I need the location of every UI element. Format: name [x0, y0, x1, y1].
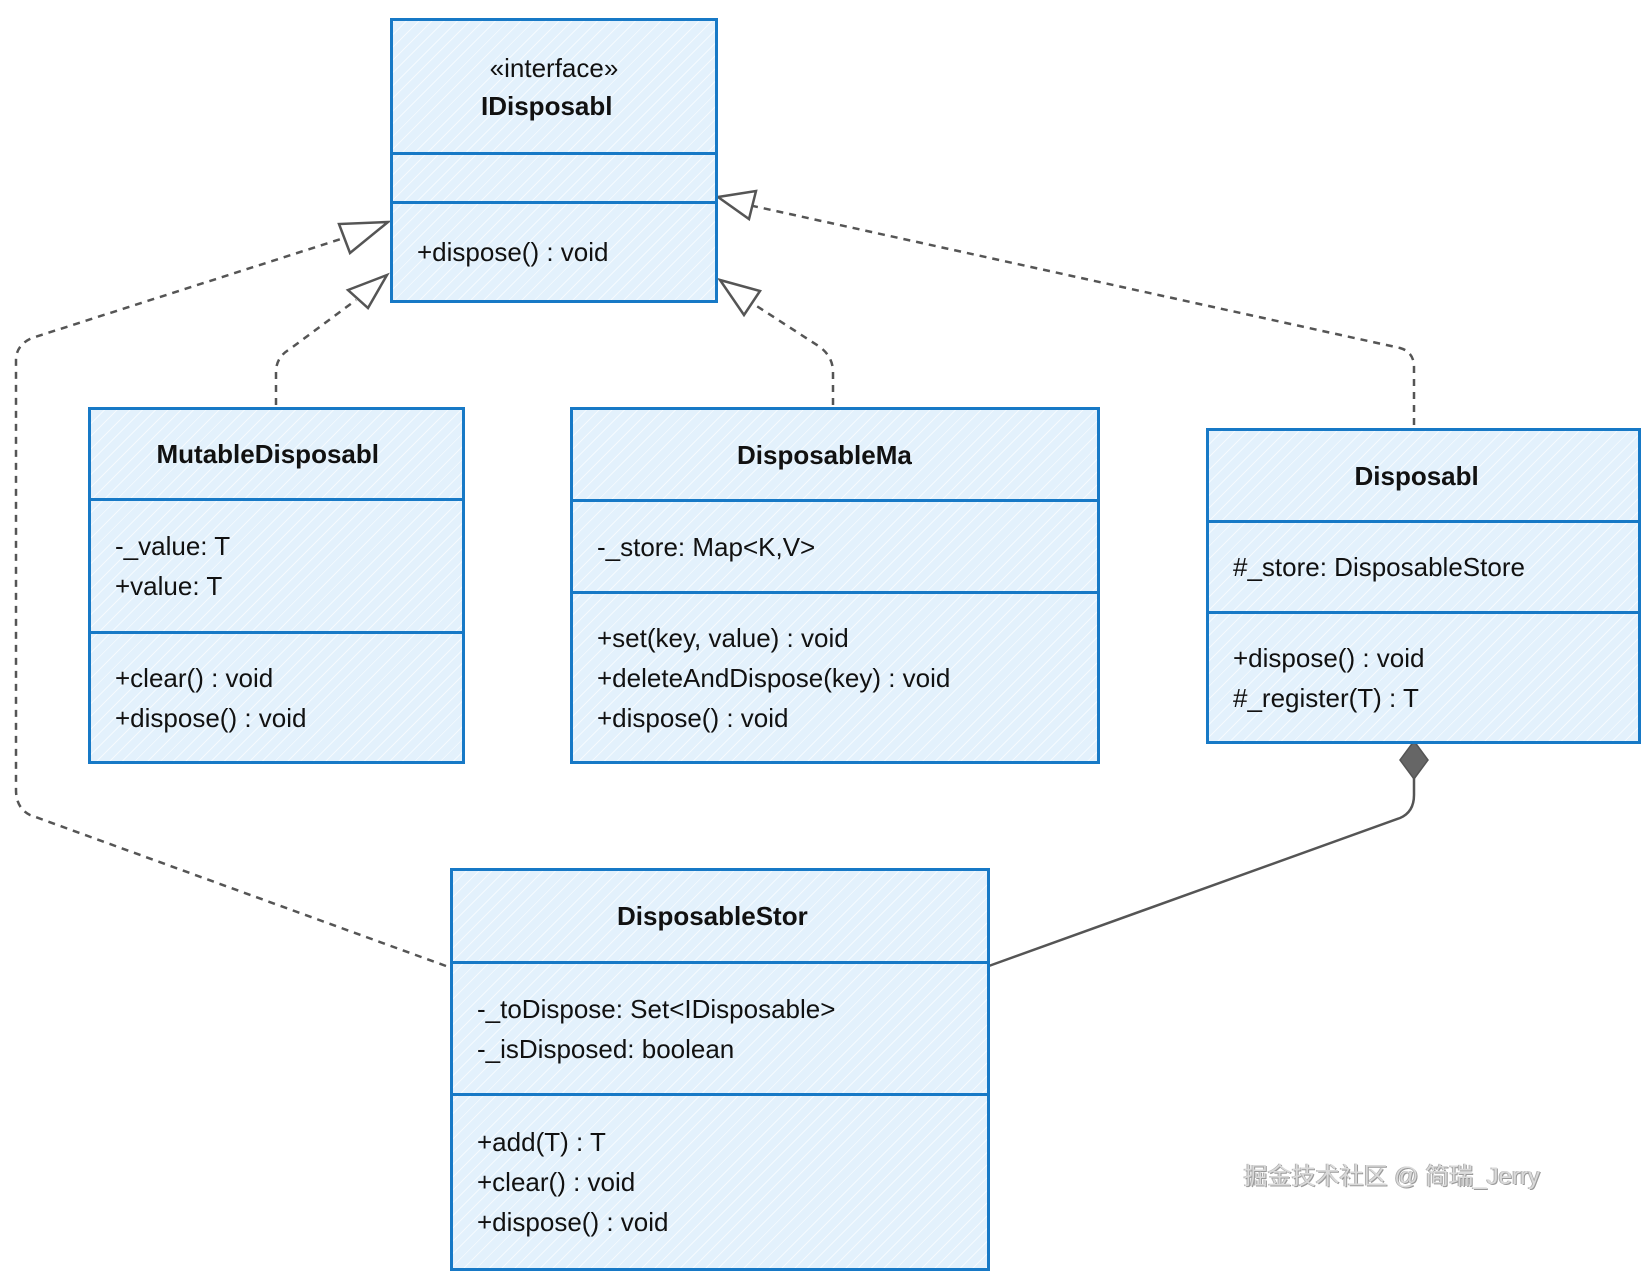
class-disposable-map-attributes: -_store: Map<K,V>	[573, 502, 1097, 594]
attribute: #_store: DisposableStore	[1233, 552, 1525, 582]
operation: +clear() : void	[477, 1167, 636, 1197]
operation: +deleteAndDispose(key) : void	[597, 662, 951, 693]
class-idisposable-attributes	[393, 155, 715, 204]
realization-map-to-idisposable	[751, 301, 835, 405]
operation: +dispose() : void	[417, 237, 609, 267]
class-disposable[interactable]: Disposabl #_store: DisposableStore +disp…	[1206, 428, 1641, 744]
attribute: -_store: Map<K,V>	[597, 531, 816, 562]
class-disposable-attributes: #_store: DisposableStore	[1209, 523, 1638, 614]
operation: #_register(T) : T	[1233, 682, 1419, 713]
class-disposable-name: Disposabl	[1354, 460, 1479, 491]
class-idisposable-header: «interface» IDisposabl	[393, 21, 715, 155]
class-mutable-disposable-name: MutableDisposabl	[156, 439, 379, 469]
operation: +clear() : void	[115, 662, 274, 693]
class-disposable-map-name: DisposableMa	[737, 439, 912, 470]
operation: +dispose() : void	[115, 702, 307, 733]
class-disposable-header: Disposabl	[1209, 431, 1638, 523]
attribute: -_toDispose: Set<IDisposable>	[477, 993, 836, 1024]
realization-store-to-idisposable	[14, 236, 447, 968]
class-idisposable-name: IDisposabl	[481, 90, 613, 121]
class-mutable-disposable-attributes: -_value: T +value: T	[91, 501, 462, 634]
class-mutable-disposable[interactable]: MutableDisposabl -_value: T +value: T +c…	[88, 407, 465, 764]
realization-arrowhead-map	[717, 277, 762, 318]
realization-disposable-to-idisposable	[743, 202, 1416, 425]
operation: +dispose() : void	[477, 1207, 669, 1237]
class-disposable-map-header: DisposableMa	[573, 410, 1097, 502]
class-disposable-store-name: DisposableStor	[617, 901, 808, 931]
class-idisposable-operations: +dispose() : void	[393, 204, 715, 300]
realization-mutable-to-idisposable	[274, 298, 357, 405]
realization-arrowhead-store	[337, 220, 392, 256]
class-disposable-store[interactable]: DisposableStor -_toDispose: Set<IDisposa…	[450, 868, 990, 1271]
realization-arrowhead-mutable	[345, 272, 390, 310]
watermark: 掘金技术社区 @ 简瑞_Jerry	[1243, 1163, 1540, 1190]
class-disposable-store-operations: +add(T) : T +clear() : void +dispose() :…	[453, 1096, 987, 1268]
class-disposable-map[interactable]: DisposableMa -_store: Map<K,V> +set(key,…	[570, 407, 1100, 764]
class-mutable-disposable-header: MutableDisposabl	[91, 410, 462, 501]
class-disposable-store-attributes: -_toDispose: Set<IDisposable> -_isDispos…	[453, 964, 987, 1096]
attribute: +value: T	[115, 571, 223, 601]
composition-diamond	[1399, 739, 1429, 781]
operation: +add(T) : T	[477, 1127, 606, 1157]
operation: +dispose() : void	[1233, 642, 1425, 673]
operation: +dispose() : void	[597, 702, 789, 733]
composition-store-to-disposable	[985, 777, 1416, 969]
realization-arrowhead-disposable	[714, 189, 758, 222]
class-idisposable[interactable]: «interface» IDisposabl +dispose() : void	[390, 18, 718, 303]
class-mutable-disposable-operations: +clear() : void +dispose() : void	[91, 634, 462, 761]
class-disposable-store-header: DisposableStor	[453, 871, 987, 964]
class-disposable-operations: +dispose() : void #_register(T) : T	[1209, 614, 1638, 741]
class-disposable-map-operations: +set(key, value) : void +deleteAndDispos…	[573, 594, 1097, 761]
attribute: -_value: T	[115, 531, 231, 561]
attribute: -_isDisposed: boolean	[477, 1033, 735, 1064]
operation: +set(key, value) : void	[597, 622, 849, 653]
class-idisposable-stereotype: «interface»	[489, 52, 619, 83]
